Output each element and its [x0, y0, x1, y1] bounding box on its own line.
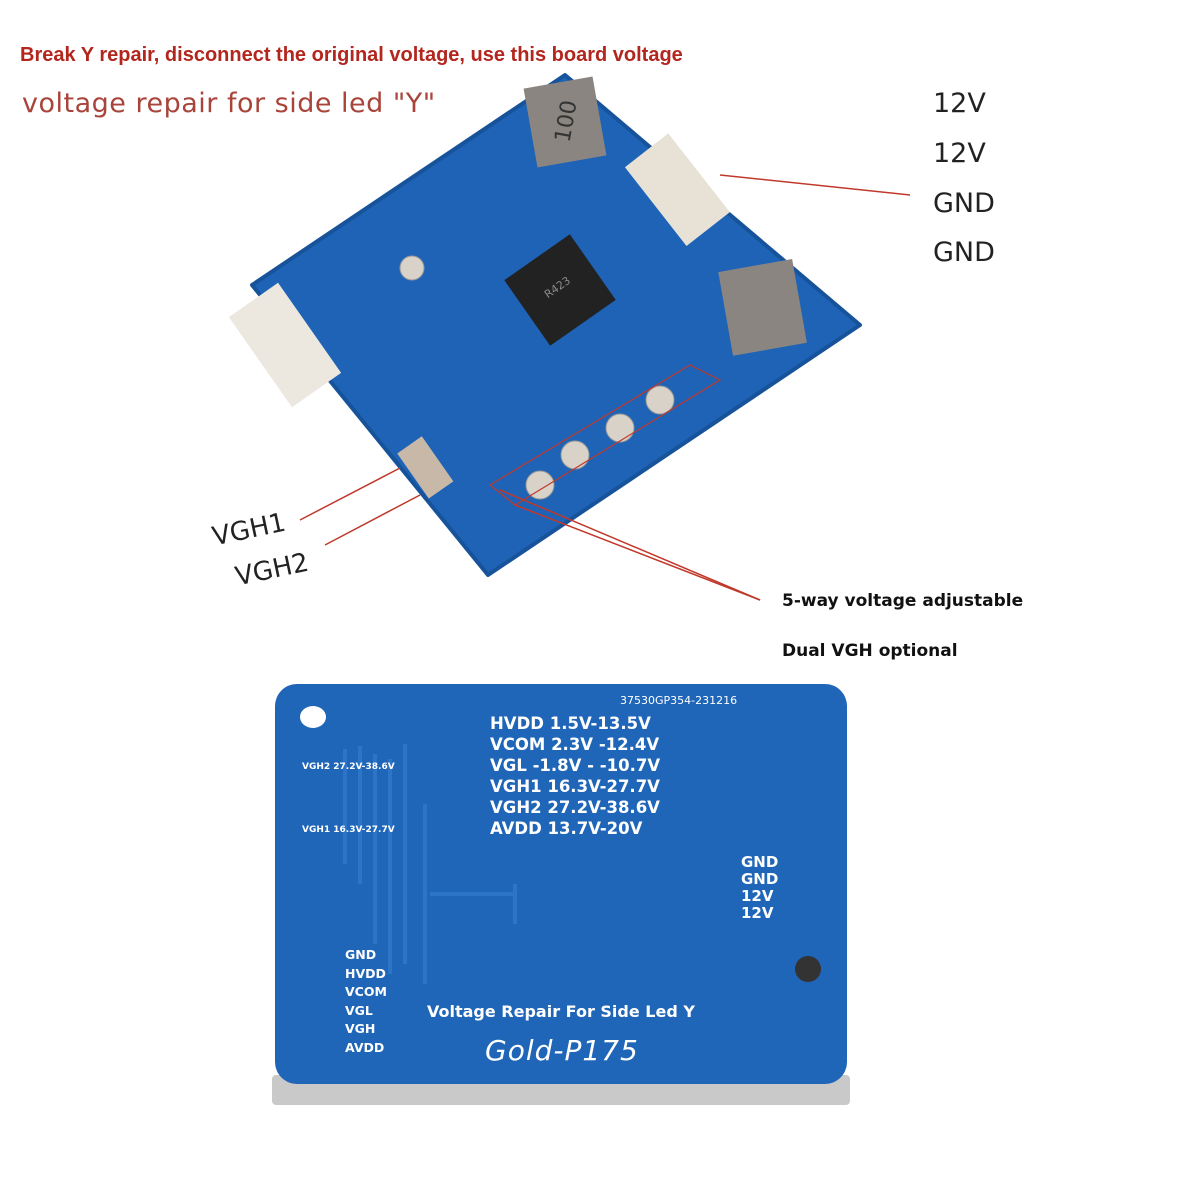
board-title: Voltage Repair For Side Led Y: [427, 1002, 695, 1021]
potentiometers: [399, 255, 675, 500]
note-adjustable: 5-way voltage adjustable: [782, 591, 1024, 611]
pin-label: 12V: [741, 904, 774, 922]
top-board: 100 R423: [228, 73, 911, 601]
output-connector: [228, 282, 342, 408]
serial-number: 37530GP354-231216: [620, 694, 738, 707]
spec-line: VCOM 2.3V -12.4V: [490, 735, 660, 754]
pin-label: 12V: [933, 88, 986, 119]
pin-label: 12V: [741, 887, 774, 905]
inductor-top: [523, 76, 607, 168]
annotation-lines: [299, 174, 911, 601]
pin-label: GND: [345, 947, 377, 962]
pin-label: VCOM: [345, 984, 387, 999]
mount-hole: [795, 956, 821, 982]
vgh-switch: [397, 436, 454, 499]
pin-label: GND: [741, 853, 779, 871]
side-vgh2-range: VGH2 27.2V-38.6V: [302, 762, 395, 772]
power-connector: [624, 133, 730, 247]
pin-label: AVDD: [345, 1039, 385, 1055]
caption-instruction: Break Y repair, disconnect the original …: [20, 44, 683, 66]
spec-line: VGH1 16.3V-27.7V: [490, 777, 660, 796]
ic-chip: [504, 234, 616, 346]
mount-hole: [300, 706, 326, 728]
pin-label: VGH: [345, 1021, 376, 1036]
pin-label: GND: [933, 188, 995, 219]
spec-line: AVDD 13.7V-20V: [490, 819, 643, 838]
spec-line: HVDD 1.5V-13.5V: [490, 714, 651, 733]
inductor-bottom: [718, 259, 807, 356]
pin-label: GND: [933, 237, 995, 268]
pin-label: VGL: [345, 1002, 373, 1018]
side-vgh1-range: VGH1 16.3V-27.7V: [302, 825, 395, 835]
pin-label: GND: [741, 870, 779, 888]
back-board: 37530GP354-231216 HVDD 1.5V-13.5V VCOM 2…: [275, 684, 847, 1084]
spec-line: VGL -1.8V - -10.7V: [490, 756, 661, 775]
right-pin-labels: GND GND 12V 12V: [741, 854, 778, 922]
spec-line: VGH2 27.2V-38.6V: [490, 798, 660, 817]
board-model: Gold-P175: [485, 1034, 639, 1067]
pin-label: 12V: [933, 138, 986, 169]
traces: [343, 744, 517, 984]
left-pin-labels: GND HVDD VCOM VGL VGH AVDD: [345, 946, 387, 1057]
note-dual-vgh: Dual VGH optional: [782, 641, 958, 661]
caption-title: voltage repair for side led "Y": [22, 88, 436, 119]
pin-label: HVDD: [345, 965, 386, 981]
